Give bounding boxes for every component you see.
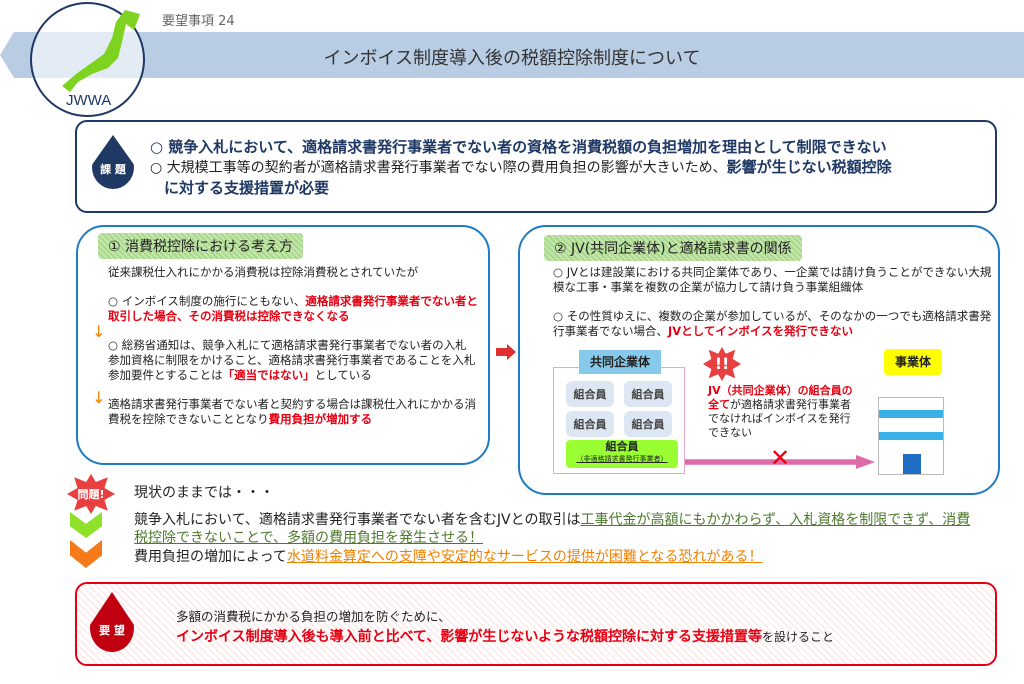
- problem-line2-emph: 水道料金算定への支障や安定的なサービスの提供が困難となる恐れがある！: [286, 549, 763, 565]
- logo-text: JWWA: [66, 92, 112, 109]
- left-p1: 従来課税仕入れにかかる消費税は控除消費税とされていたが: [108, 265, 419, 279]
- blocked-x-icon: ✕: [770, 444, 791, 472]
- problem-badge: 問題!: [77, 488, 105, 501]
- entity-label: 事業体: [884, 349, 942, 375]
- left-p2: ○ インボイス制度の施行にともない、適格請求書発行事業者でない者と取引した場合、…: [108, 294, 478, 324]
- problem-line2-plain: 費用負担の増加によって: [134, 549, 287, 565]
- left-p3-plain: ○ 総務省通知は、競争入札にて適格請求書発行事業者でない者の入札参加資格に制限を…: [108, 338, 476, 382]
- tax-deduction-body: 従来課税仕入れにかかる消費税は控除消費税とされていたが ○ インボイス制度の施行…: [108, 265, 478, 427]
- member: 組合員: [624, 381, 672, 407]
- problem-intro: 現状のままでは・・・: [134, 485, 274, 501]
- member: 組合員: [624, 411, 672, 437]
- issue-text: ○ 競争入札において、適格請求書発行事業者でない者の資格を消費税額の負担増加を理…: [150, 137, 990, 198]
- left-p4-red: 費用負担が増加する: [268, 412, 373, 426]
- title-band: [0, 32, 1024, 78]
- left-p3-end: としている: [314, 368, 372, 382]
- building-icon: [878, 397, 944, 475]
- jwwa-logo: JWWA: [30, 2, 145, 117]
- member: 組合員: [566, 381, 614, 407]
- left-p4: 適格請求書発行事業者でない者と契約する場合は課税仕入れにかかる消費税を控除できな…: [108, 397, 478, 427]
- left-p3-red: 「適当ではない」: [222, 368, 315, 382]
- chevron-down-green-icon: [70, 512, 102, 538]
- issue-line2: ○ 大規模工事等の契約者が適格請求書発行事業者でない際の費用負担の影響が大きいた…: [150, 157, 990, 178]
- flow-arrow-icon: ↓: [92, 322, 106, 341]
- request-line2: インボイス制度導入後も導入前と比べて、影響が生じないような税額控除に対する支援措…: [176, 626, 834, 646]
- flow-arrow-icon: ↓: [92, 388, 106, 407]
- left-p3: ○ 総務省通知は、競争入札にて適格請求書発行事業者でない者の入札参加資格に制限を…: [108, 338, 478, 383]
- chevron-down-orange-icon: [70, 540, 102, 568]
- issue-line2-plain: ○ 大規模工事等の契約者が適格請求書発行事業者でない際の費用負担の影響が大きいた…: [150, 160, 727, 176]
- jv-heading: ② JV(共同企業体)と適格請求書の関係: [544, 235, 802, 261]
- problem-line1-plain: 競争入札において、適格請求書発行事業者でない者を含むJVとの取引は: [134, 512, 581, 528]
- jv-note-red: JV（共同企業体）の組合員の全て: [708, 384, 853, 411]
- nonqualified-member-note: （非適格請求書発行事業者）: [576, 455, 668, 463]
- issue-line2-emph: 影響が生じない税額控除: [726, 158, 892, 176]
- request-line2-red: インボイス制度導入後も導入前と比べて、影響が生じないような税額控除に対する支援措…: [176, 629, 763, 645]
- right-p2: ○ その性質ゆえに、複数の企業が参加しているが、そのなかの一つでも適格請求書発行…: [553, 309, 993, 339]
- member: 組合員: [566, 411, 614, 437]
- jv-label: 共同企業体: [579, 350, 661, 374]
- page-title: インボイス制度導入後の税額控除制度について: [323, 48, 701, 69]
- left-p2-red: 適格請求書発行事業者でない者と取引した場合、その消費税は控除できなくなる: [108, 294, 478, 323]
- tax-deduction-heading: ① 消費税控除における考え方: [98, 233, 304, 259]
- problem-line1: 競争入札において、適格請求書発行事業者でない者を含むJVとの取引は工事代金が高額…: [134, 511, 984, 547]
- right-p2-red: JVとしてインボイスを発行できない: [668, 324, 853, 338]
- right-p2-plain: ○ その性質ゆえに、複数の企業が参加しているが、そのなかの一つでも適格請求書発行…: [553, 309, 992, 338]
- request-number: 要望事項 24: [162, 14, 235, 29]
- request-box: [75, 582, 997, 666]
- problem-burst-icon: 問題!: [67, 474, 115, 514]
- issue-box: [75, 120, 997, 213]
- left-p2-plain: ○ インボイス制度の施行にともない、: [108, 294, 306, 308]
- issue-line3: に対する支援措置が必要: [164, 179, 330, 197]
- jv-note: JV（共同企業体）の組合員の全てが適格請求書発行事業者でなければインボイスを発行…: [708, 384, 858, 440]
- jv-note-plain: が適格請求書発行事業者でなければインボイスを発行できない: [708, 398, 851, 439]
- panel-connector-arrow-icon: [496, 344, 516, 360]
- tax-deduction-panel: [76, 225, 490, 465]
- request-line2-end: を設けること: [762, 630, 835, 644]
- request-line1: 多額の消費税にかかる負担の増加を防ぐために、: [176, 609, 451, 624]
- nonqualified-member: 組合員 （非適格請求書発行事業者）: [566, 440, 678, 468]
- nonqualified-member-label: 組合員: [605, 440, 639, 453]
- issue-badge: 課 題: [100, 163, 126, 176]
- request-badge: 要 望: [99, 624, 125, 637]
- left-p4-plain: 適格請求書発行事業者でない者と契約する場合は課税仕入れにかかる消費税を控除できな…: [108, 397, 476, 426]
- problem-line1-emph: 工事代金が高額にもかかわらず、入札資格を制限できず、消費税控除できないことで、多…: [134, 512, 971, 546]
- problem-line2: 費用負担の増加によって水道料金算定への支障や安定的なサービスの提供が困難となる恐…: [134, 548, 984, 566]
- right-p1: ○ JVとは建設業における共同企業体であり、一企業では請け負うことができない大規…: [553, 265, 992, 294]
- jv-body: ○ JVとは建設業における共同企業体であり、一企業では請け負うことができない大規…: [553, 265, 993, 339]
- japan-map-icon: [62, 10, 140, 92]
- issue-line1: ○ 競争入札において、適格請求書発行事業者でない者の資格を消費税額の負担増加を理…: [150, 138, 887, 156]
